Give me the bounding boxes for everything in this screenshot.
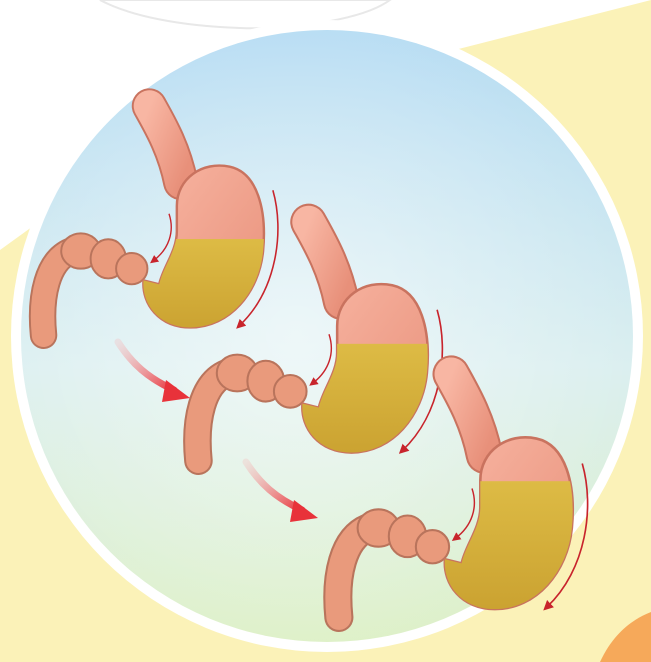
stomach-emptying-diagram: [0, 0, 651, 662]
